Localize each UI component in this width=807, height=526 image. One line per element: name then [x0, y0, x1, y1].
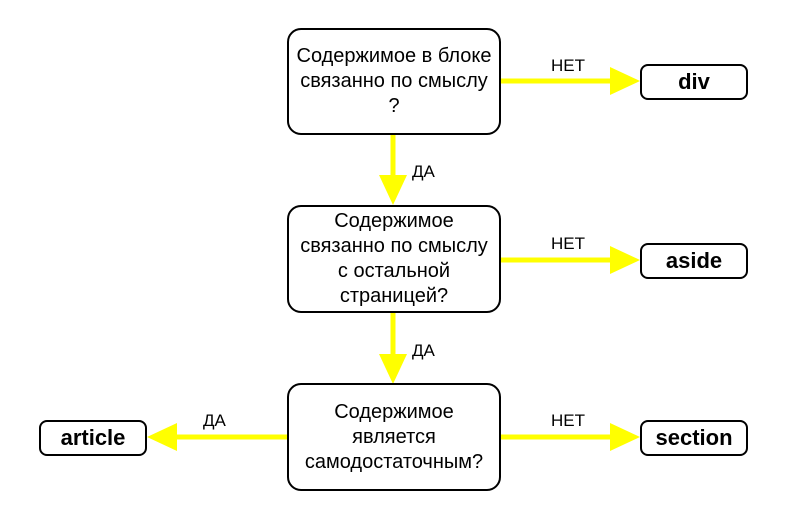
edge-label-q1-no: НЕТ: [551, 56, 585, 75]
arrowhead-q2-to-aside: [610, 246, 640, 274]
answer-aside-box: aside: [640, 243, 748, 279]
question-1-text: Содержимое в блоке связанно по смыслу ?: [296, 45, 492, 117]
question-box-1: Содержимое в блоке связанно по смыслу ?: [287, 28, 501, 135]
edge-label-q1-yes: ДА: [412, 162, 435, 181]
answer-article-text: article: [60, 425, 126, 450]
arrowhead-q2-to-q3: [379, 354, 407, 384]
edge-label-q3-yes: ДА: [203, 411, 226, 430]
arrowhead-q3-to-article: [147, 423, 177, 451]
edge-label-q2-no: НЕТ: [551, 234, 585, 253]
arrowhead-q1-to-div: [610, 67, 640, 95]
arrowhead-q1-to-q2: [379, 175, 407, 205]
edge-label-q3-no: НЕТ: [551, 411, 585, 430]
question-3-text: Содержимое является самодостаточным?: [304, 400, 484, 473]
question-box-3: Содержимое является самодостаточным?: [287, 383, 501, 491]
answer-div-text: div: [678, 69, 710, 94]
question-2-text: Содержимое связанно по смыслу с остально…: [300, 210, 488, 307]
question-box-2: Содержимое связанно по смыслу с остально…: [287, 205, 501, 313]
answer-article-box: article: [39, 420, 147, 456]
arrowhead-q3-to-section: [610, 423, 640, 451]
answer-section-box: section: [640, 420, 748, 456]
answer-aside-text: aside: [665, 248, 723, 273]
answer-section-text: section: [655, 425, 733, 450]
answer-div-box: div: [640, 64, 748, 100]
edge-label-q2-yes: ДА: [412, 341, 435, 360]
